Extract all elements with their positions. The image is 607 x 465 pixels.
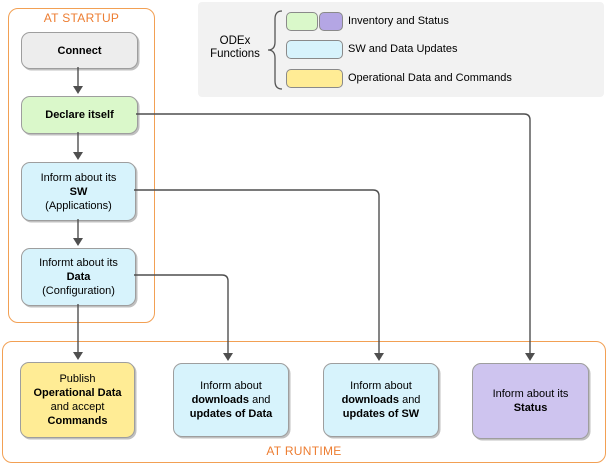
inform-data-box: Informt about its Data (Configuration) [21,248,136,306]
publish-operational-data-box: Publish Operational Data and accept Comm… [20,362,135,438]
legend-title-line2: Functions [210,48,260,60]
connect-box: Connect [21,32,138,69]
legend-swatch-purple [319,12,343,31]
status-line2: Status [513,402,548,414]
declare-itself-box: Declare itself [21,96,138,134]
publish-line2: Operational Data [33,387,122,399]
inform-sw-line2: SW [69,185,88,198]
legend-swatch-green [286,12,318,31]
startup-label: AT STARTUP [43,11,120,25]
inform-sw-box: Inform about its SW (Applications) [21,162,136,221]
inform-sw-line3: (Applications) [45,199,112,212]
legend-swatch-blue [286,40,343,59]
publish-line3: and accept [50,401,105,413]
sw-updates-line2: downloads and [341,394,421,406]
declare-label: Declare itself [45,109,114,121]
data-updates-line1: Inform about [200,380,262,392]
status-line1: Inform about its [492,388,569,400]
legend-panel: ODEx Functions Inventory and Status SW a… [198,2,604,97]
legend-label-sw-data-updates: SW and Data Updates [348,43,458,55]
connector-sw-swupdates [134,189,380,353]
inform-data-updates-box: Inform about downloads and updates of Da… [173,363,289,437]
legend-label-operational-data-commands: Operational Data and Commands [348,72,512,84]
publish-line4: Commands [47,415,108,427]
legend-label-inventory-status: Inventory and Status [348,15,449,27]
inform-status-box: Inform about its Status [472,363,589,439]
inform-data-line1: Informt about its [39,257,118,269]
inform-data-line2: Data [66,271,91,283]
data-updates-line2: downloads and [191,394,271,406]
legend-title-line1: ODEx [219,35,251,47]
publish-line1: Publish [59,373,96,385]
sw-updates-line1: Inform about [350,380,412,392]
sw-updates-line3: updates of SW [342,408,420,420]
inform-sw-updates-box: Inform about downloads and updates of SW [323,363,439,437]
runtime-label: AT RUNTIME [266,444,342,458]
inform-sw-line1: Inform about its [40,171,117,184]
legend-title: ODEx Functions [204,35,266,61]
connect-label: Connect [57,44,102,57]
connector-declare-status [136,113,531,353]
inform-data-line3: (Configuration) [42,285,115,297]
brace-icon [268,10,283,90]
data-updates-line3: updates of Data [189,408,273,420]
legend-swatch-yellow [286,69,343,88]
